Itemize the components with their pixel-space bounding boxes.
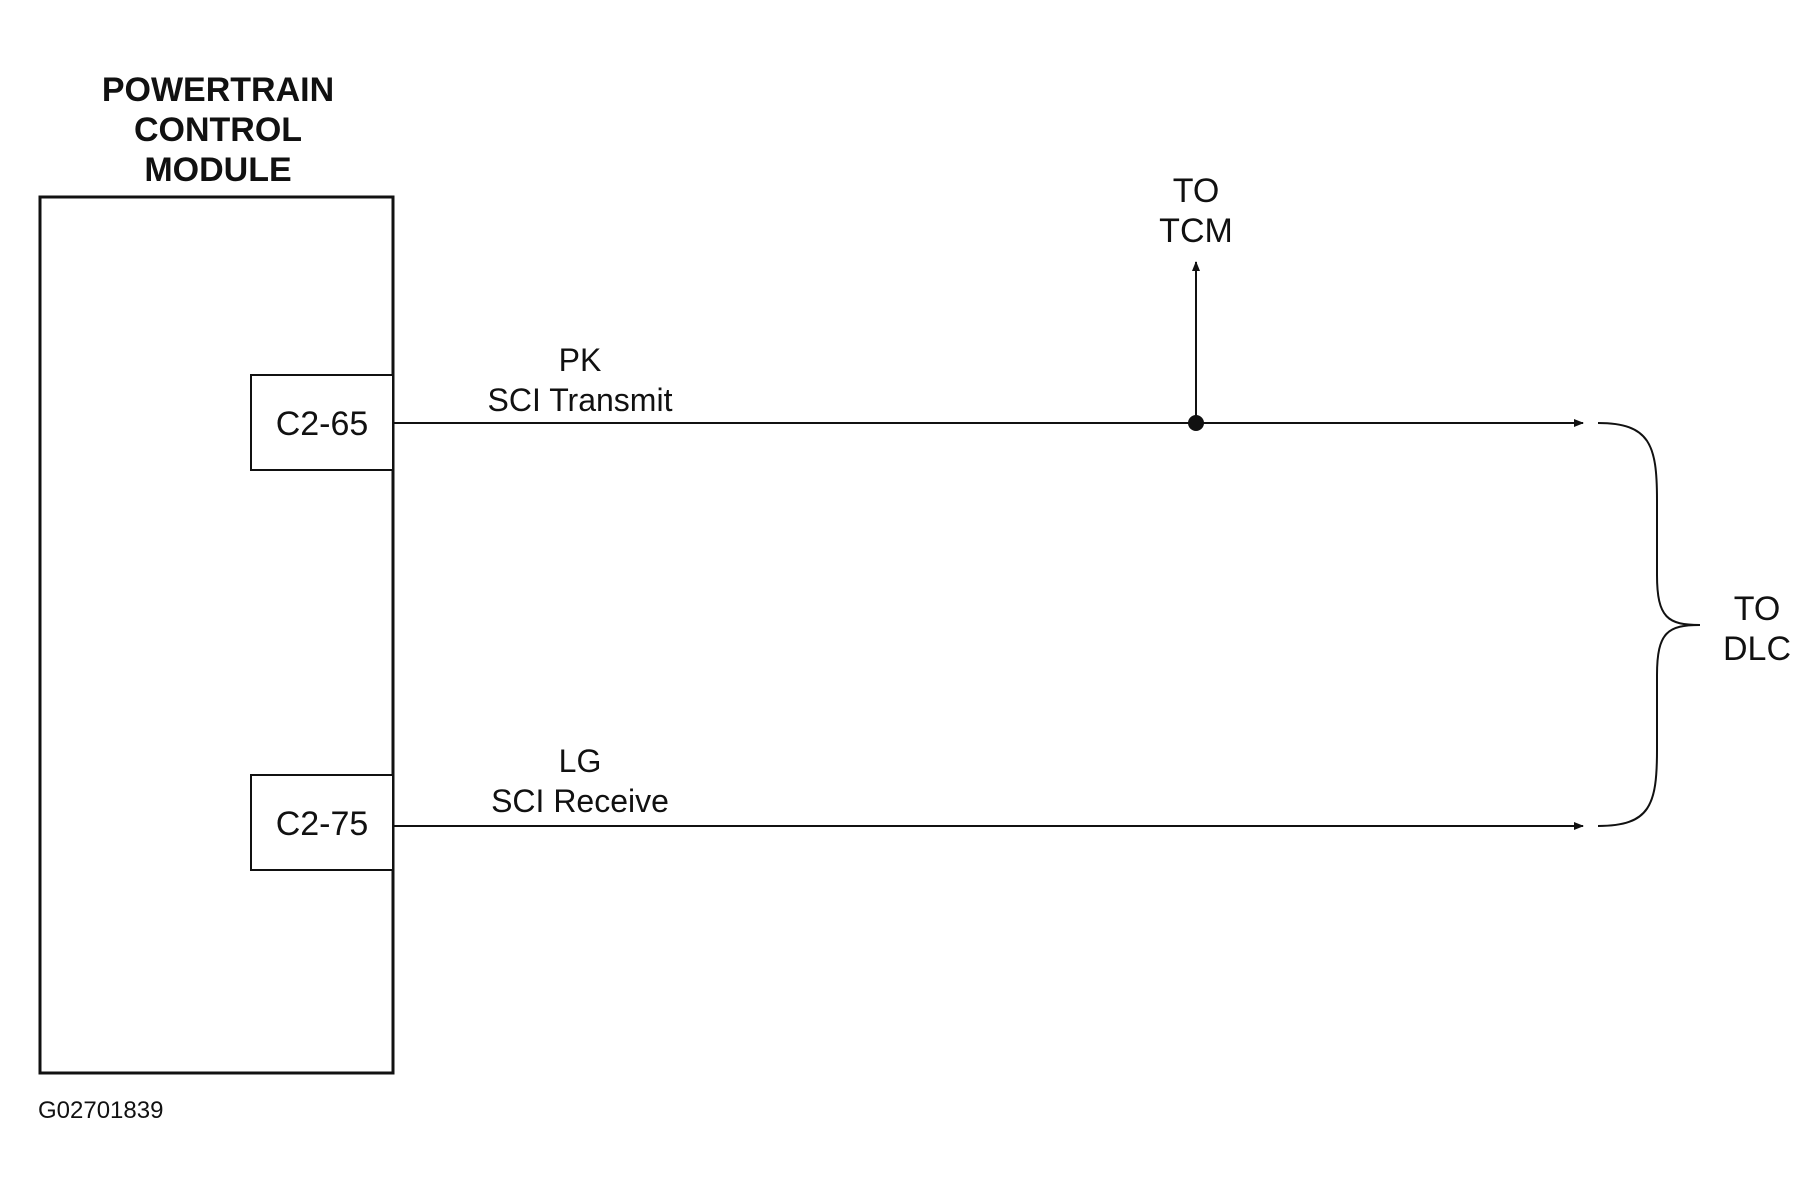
branch-to-tcm: TO TCM — [1159, 172, 1233, 431]
wire-function-label: SCI Transmit — [488, 382, 673, 418]
wire-sci-receive: LG SCI Receive — [393, 743, 1584, 830]
wire-color-code: LG — [559, 743, 602, 779]
pin-label: C2-65 — [276, 405, 369, 443]
destination-to-dlc: TO DLC — [1723, 590, 1791, 668]
pin-box — [250, 774, 394, 871]
module-title: POWERTRAIN CONTROL MODULE — [102, 71, 334, 189]
destination-label-line-2: DLC — [1723, 630, 1791, 668]
module-title-line-2: CONTROL — [134, 111, 302, 149]
powertrain-control-module-box — [38, 195, 395, 1075]
module-title-line-3: MODULE — [144, 151, 291, 189]
pin-box — [250, 374, 394, 471]
pin-label: C2-75 — [276, 805, 369, 843]
pin-c2-65: C2-65 — [250, 374, 394, 471]
pin-c2-75: C2-75 — [250, 774, 394, 871]
branch-label-line-2: TCM — [1159, 212, 1233, 250]
destination-label-line-1: TO — [1734, 590, 1781, 628]
curly-brace — [1597, 422, 1701, 827]
wire-function-label: SCI Receive — [491, 783, 669, 819]
module-title-line-1: POWERTRAIN — [102, 71, 334, 109]
wire-sci-transmit: PK SCI Transmit — [393, 342, 1584, 427]
wire-color-code: PK — [559, 342, 602, 378]
branch-label-line-1: TO — [1173, 172, 1220, 210]
figure-id: G02701839 — [38, 1097, 163, 1124]
